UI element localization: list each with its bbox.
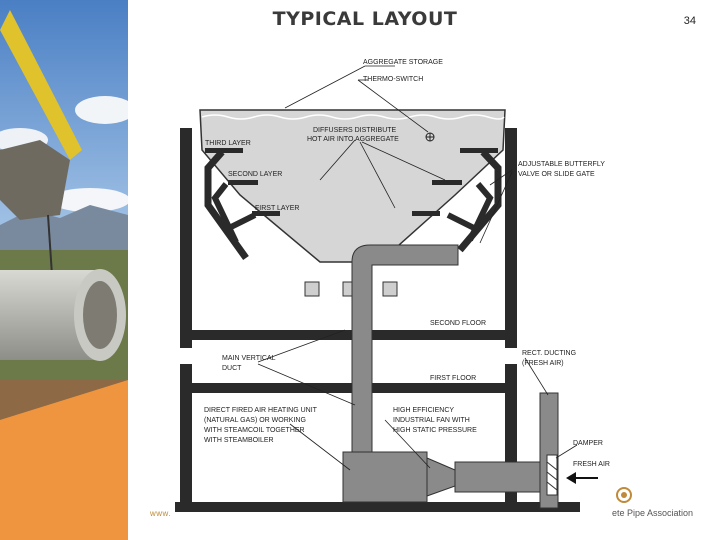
first-layer-diffuser-right — [412, 211, 440, 216]
label-fresh-air: FRESH AIR — [573, 461, 610, 468]
label-second-layer: SECOND LAYER — [228, 171, 282, 178]
label-damper: DAMPER — [573, 440, 603, 447]
footer-association: ete Pipe Association — [612, 508, 694, 518]
label-rect-duct-line2: (FRESH AIR) — [522, 360, 564, 367]
label-diffusers-line2: HOT AIR INTO AGGREGATE — [307, 136, 399, 143]
damper — [546, 454, 558, 496]
photo-excavator-pipe — [0, 0, 128, 540]
label-third-layer: THIRD LAYER — [205, 140, 251, 147]
aggregate-surface — [201, 114, 505, 120]
label-heating-line1: DIRECT FIRED AIR HEATING UNIT — [204, 407, 318, 414]
first-layer-diffuser-left — [252, 211, 280, 216]
chain — [47, 214, 53, 276]
photo-illustration — [0, 0, 128, 540]
orange-accent — [0, 380, 128, 540]
fan-transition — [426, 457, 456, 497]
excavator-bucket — [0, 140, 70, 220]
outlet-gate — [382, 281, 398, 297]
pipe-opening — [83, 281, 117, 349]
fresh-air-arrowhead — [566, 472, 576, 484]
cloud — [50, 188, 128, 212]
label-butterfly-line1: ADJUSTABLE BUTTERFLY — [518, 161, 605, 168]
label-rect-duct-line1: RECT. DUCTING — [522, 350, 576, 357]
label-aggregate-storage: AGGREGATE STORAGE — [363, 59, 443, 66]
association-logo-icon — [616, 487, 632, 503]
label-heating-line4: WITH STEAMBOILER — [204, 437, 274, 444]
third-layer-diffuser-left — [205, 148, 243, 153]
page-number: 34 — [683, 15, 696, 27]
label-fan-line3: HIGH STATIC PRESSURE — [393, 427, 477, 434]
outlet-gate — [304, 281, 320, 297]
right-column — [505, 128, 517, 510]
cloud — [75, 96, 128, 124]
damper-blade — [546, 471, 558, 481]
damper-blade — [546, 461, 558, 471]
left-duct-first — [223, 212, 257, 233]
label-butterfly-line2: VALVE OR SLIDE GATE — [518, 171, 595, 178]
label-fan-line2: INDUSTRIAL FAN WITH — [393, 417, 470, 424]
label-first-floor: FIRST FLOOR — [430, 375, 476, 382]
second-floor-slab — [192, 330, 505, 340]
slide-title: TYPICAL LAYOUT — [272, 8, 458, 30]
footer-url: www. — [150, 509, 172, 518]
label-diffusers-line1: DIFFUSERS DISTRIBUTE — [313, 127, 397, 134]
second-layer-diffuser-right — [432, 180, 462, 185]
main-vertical-duct — [351, 244, 459, 461]
right-duct-first — [446, 212, 480, 233]
label-fan-line1: HIGH EFFICIENCY — [393, 407, 454, 414]
heating-unit — [342, 451, 428, 503]
label-first-layer: FIRST LAYER — [255, 205, 299, 212]
label-heating-line2: (NATURAL GAS) OR WORKING — [204, 417, 306, 424]
damper-blade — [546, 481, 558, 491]
first-floor-slab — [192, 383, 505, 393]
label-main-duct-line1: MAIN VERTICAL — [222, 355, 276, 362]
industrial-fan — [454, 461, 551, 493]
excavator-arm — [0, 10, 82, 160]
break-mark — [501, 348, 521, 364]
label-main-duct-line2: DUCT — [222, 365, 242, 372]
label-heating-line3: WITH STEAMCOIL TOGETHER — [204, 427, 305, 434]
label-second-floor: SECOND FLOOR — [430, 320, 486, 327]
break-mark — [176, 348, 196, 364]
third-layer-diffuser-right — [460, 148, 498, 153]
second-layer-diffuser-left — [228, 180, 258, 185]
left-column — [180, 128, 192, 510]
ground-slab — [175, 502, 580, 512]
label-thermo-switch: THERMO-SWITCH — [363, 76, 423, 83]
leader-lines — [257, 65, 578, 471]
